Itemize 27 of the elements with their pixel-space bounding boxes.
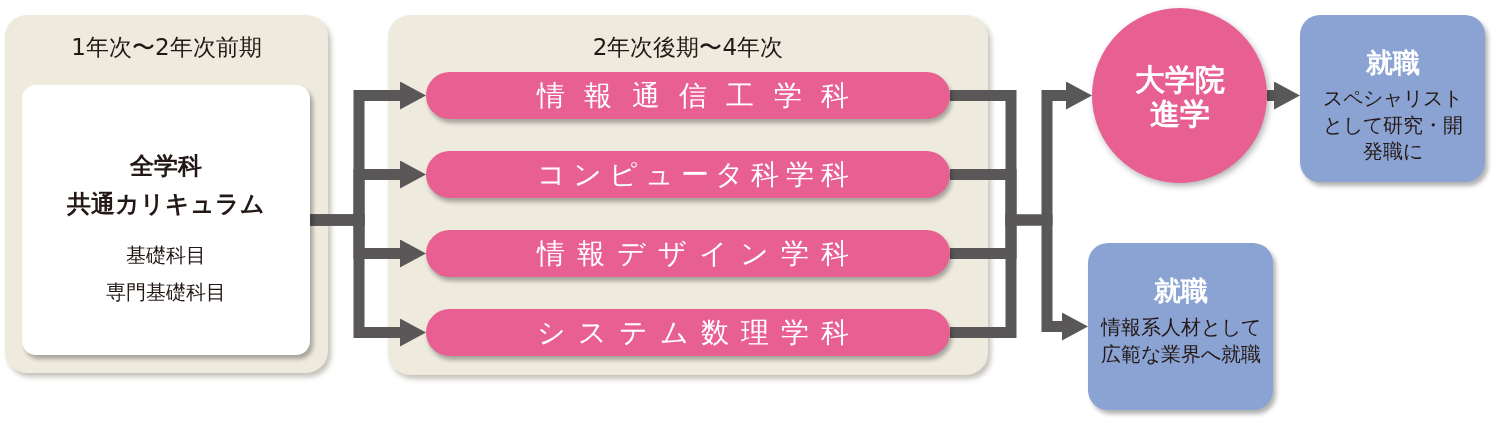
card-title: 全学科共通カリキュラム xyxy=(66,151,266,220)
career-box xyxy=(1300,15,1485,182)
career-description: 情報系人材として広範な業界へ就職 xyxy=(1099,314,1262,369)
graduate-school-circle xyxy=(1092,8,1267,183)
department-pill xyxy=(426,230,950,277)
circle-label: 大学院進学 xyxy=(1133,63,1226,131)
arrow xyxy=(310,214,426,347)
department-name: 情報通信工学科 xyxy=(537,78,849,113)
career-title: 就職 xyxy=(1153,274,1208,308)
department-pill xyxy=(426,151,950,198)
subject-name: 専門基礎科目 xyxy=(106,279,226,306)
arrow xyxy=(1267,81,1300,110)
department-name: 情報デザイン学科 xyxy=(537,236,849,271)
curriculum-card xyxy=(22,85,310,355)
career-title: 就職 xyxy=(1365,46,1420,80)
panel-title: 1年次〜2年次前期 xyxy=(71,33,262,61)
department-name: コンピュータ科学科 xyxy=(537,157,849,192)
phase-panel xyxy=(5,15,328,373)
phase-panel xyxy=(388,15,988,375)
panel-title: 2年次後期〜4年次 xyxy=(592,33,784,61)
subject-name: 基礎科目 xyxy=(126,242,206,269)
career-box xyxy=(1088,243,1273,410)
department-name: システム数理学科 xyxy=(537,315,849,350)
department-pill xyxy=(426,72,950,119)
department-pill xyxy=(426,309,950,356)
arrow xyxy=(1005,214,1088,341)
career-description: スペシャリストとして研究・開発職に xyxy=(1321,86,1464,166)
